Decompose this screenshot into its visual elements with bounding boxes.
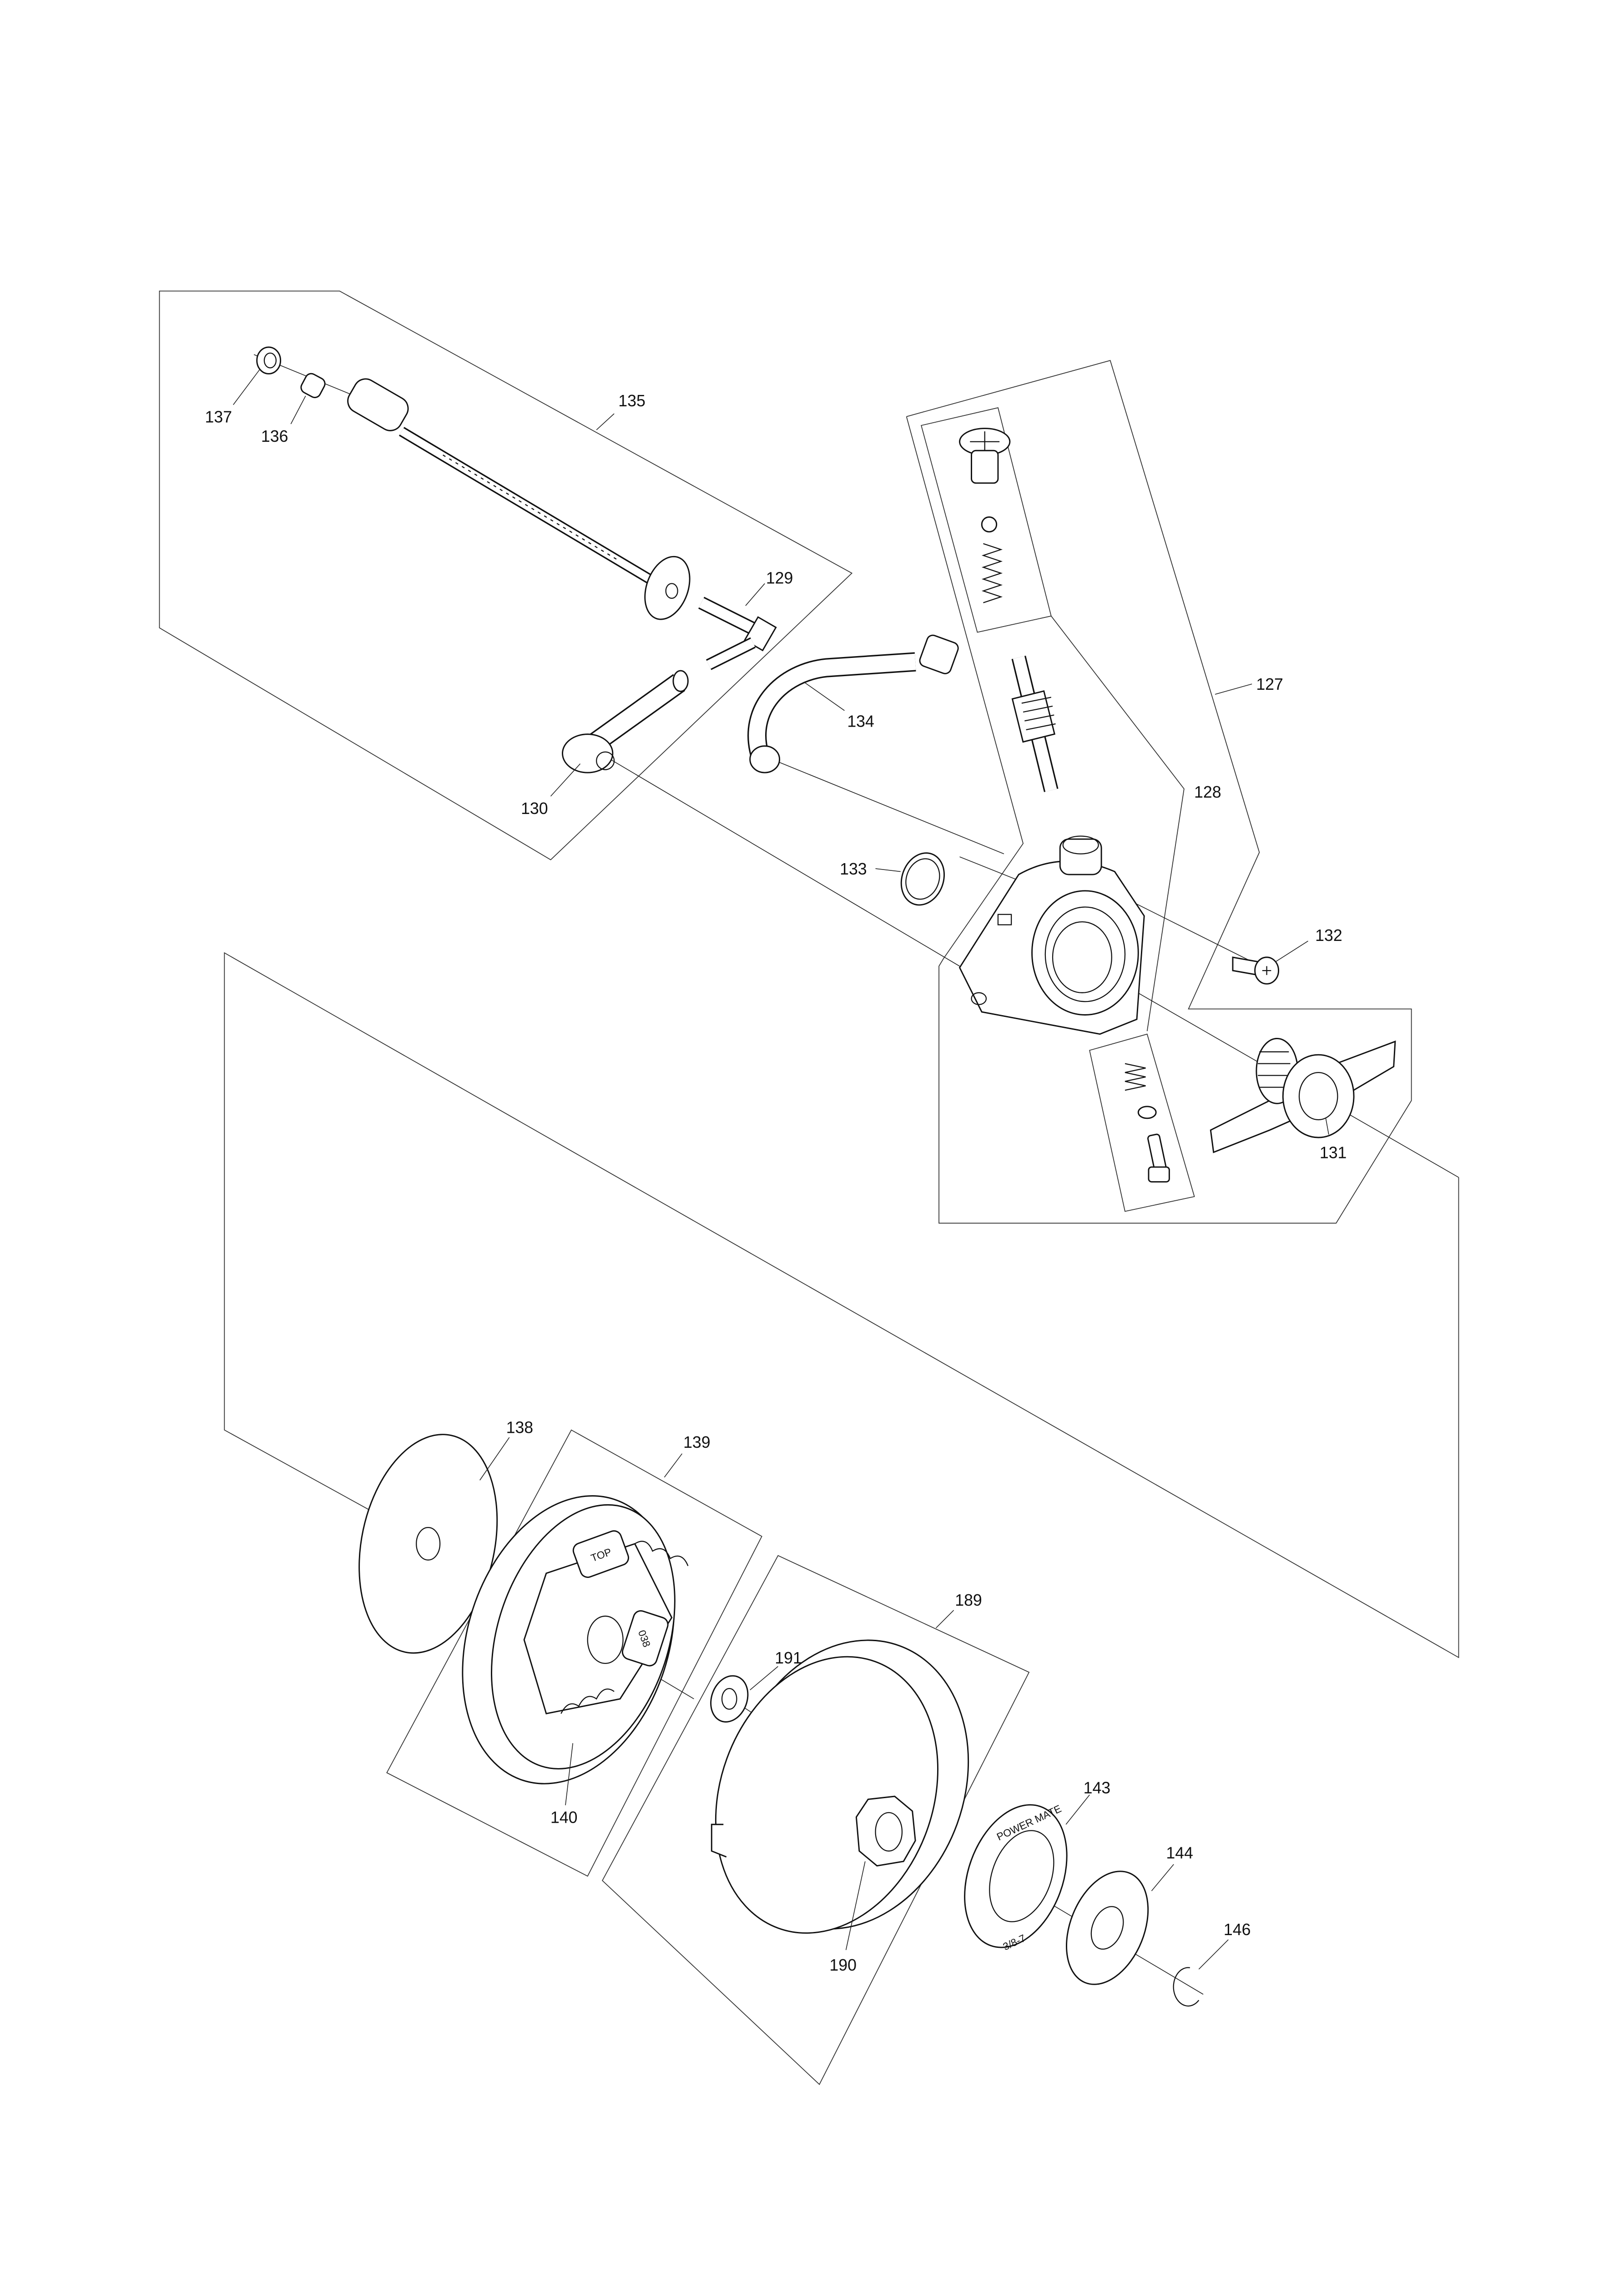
label-part-134: 134 [847, 712, 874, 730]
group-box-139 [386, 1429, 762, 1877]
part-127-plug-screw [959, 428, 1011, 603]
part-131-worm [1210, 1038, 1396, 1153]
part-135-adjuster [347, 378, 691, 620]
part-127-worm-gear-shaft [1011, 655, 1059, 792]
label-part-190: 190 [829, 1956, 857, 1974]
group-box-127-lower [1089, 1033, 1195, 1212]
label-part-191: 191 [775, 1649, 802, 1667]
part-138-washer-disc [358, 1434, 498, 1654]
part-127-oil-pump-body [958, 835, 1145, 1035]
part-144-washer [1066, 1871, 1149, 1985]
label-part-135: 135 [618, 392, 646, 410]
part-133-o-ring [900, 852, 945, 906]
label-part-139: 139 [683, 1433, 711, 1451]
part-127-valve-assembly [1125, 1063, 1170, 1183]
part-140-spring [634, 1541, 689, 1566]
label-part-144: 144 [1166, 1844, 1193, 1862]
part-137-cap [256, 346, 282, 374]
label-part-127: 127 [1256, 675, 1283, 693]
axis-line-132 [1119, 895, 1255, 964]
label-part-143: 143 [1084, 1779, 1111, 1797]
axis-line-133 [959, 856, 1026, 884]
part-139-clutch: TOP 038 [462, 1495, 689, 1785]
part-130-oil-tube [562, 670, 689, 774]
label-part-136: 136 [261, 427, 288, 445]
part-136-bushing [300, 373, 326, 399]
label-part-130: 130 [521, 799, 548, 818]
part-146-e-clip [1173, 1967, 1200, 2007]
group-box-189 [602, 1555, 1030, 2085]
part-191-washer [710, 1675, 749, 1723]
label-part-133: 133 [840, 860, 867, 878]
label-part-146: 146 [1224, 1921, 1251, 1939]
group-box-main [224, 952, 1459, 1658]
label-part-137: 137 [205, 408, 232, 426]
label-part-138: 138 [506, 1418, 534, 1436]
group-box-135 [159, 290, 853, 860]
label-part-128: 128 [1194, 783, 1221, 801]
axis-line-130 [605, 756, 968, 971]
label-part-131: 131 [1320, 1143, 1347, 1162]
part-190-sprocket-hub [855, 1795, 916, 1867]
part-134-suction-pipe [747, 634, 959, 774]
group-box-128-line [1051, 616, 1185, 1031]
label-part-189: 189 [955, 1591, 982, 1609]
label-part-140: 140 [550, 1808, 578, 1826]
part-132-screw [1232, 956, 1280, 985]
group-box-127 [906, 360, 1412, 1224]
part-143-rim-sprocket: POWER MATE 3/8-7 [964, 1802, 1068, 1952]
label-part-129: 129 [766, 569, 793, 587]
axis-line-134 [764, 756, 1004, 854]
part-129-elbow-fitting [698, 597, 777, 670]
part-189-clutch-drum [711, 1639, 969, 1934]
label-part-132: 132 [1315, 926, 1342, 945]
leader-lines [233, 369, 1329, 1970]
